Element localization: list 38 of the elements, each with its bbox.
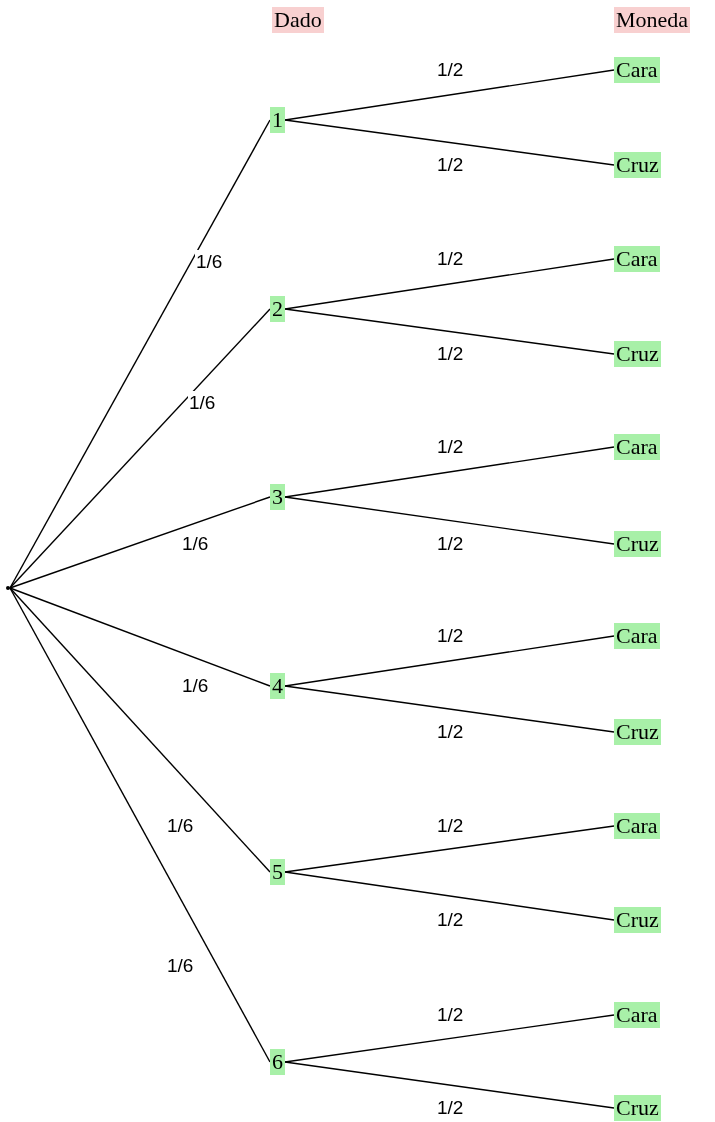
coin-outcome: Cara	[614, 434, 660, 460]
branch-line	[284, 685, 615, 733]
branch-line	[284, 119, 615, 166]
branch-line	[284, 871, 615, 921]
coin-outcome: Cruz	[614, 907, 661, 933]
branch-line	[9, 587, 271, 1063]
coin-outcome: Cruz	[614, 531, 661, 557]
branch-line	[284, 496, 615, 545]
branch-line	[9, 496, 271, 589]
coin-outcome: Cruz	[614, 719, 661, 745]
coin-outcome: Cara	[614, 623, 660, 649]
die-outcome: 3	[270, 484, 285, 510]
die-outcome: 5	[270, 859, 285, 885]
coin-outcome: Cruz	[614, 152, 661, 178]
coin-outcome: Cara	[614, 246, 660, 272]
branch-line	[284, 258, 615, 310]
die-outcome: 1	[270, 107, 285, 133]
branch-line	[9, 308, 271, 589]
branch-line	[284, 69, 615, 121]
branch-line	[284, 308, 615, 355]
coin-outcome: Cruz	[614, 341, 661, 367]
branch-line	[9, 587, 271, 687]
column-header: Dado	[272, 7, 324, 33]
coin-outcome: Cruz	[614, 1095, 661, 1121]
die-outcome: 4	[270, 673, 285, 699]
branch-line	[284, 1014, 615, 1063]
coin-outcome: Cara	[614, 1002, 660, 1028]
branch-line	[284, 635, 615, 687]
die-outcome: 6	[270, 1049, 285, 1075]
die-outcome: 2	[270, 296, 285, 322]
branch-line	[9, 587, 271, 873]
branch-line	[284, 1061, 615, 1109]
root-point	[6, 586, 10, 590]
column-header: Moneda	[614, 7, 691, 33]
branch-line	[284, 446, 615, 498]
coin-outcome: Cara	[614, 813, 660, 839]
branch-line	[284, 825, 615, 873]
coin-outcome: Cara	[614, 57, 660, 83]
